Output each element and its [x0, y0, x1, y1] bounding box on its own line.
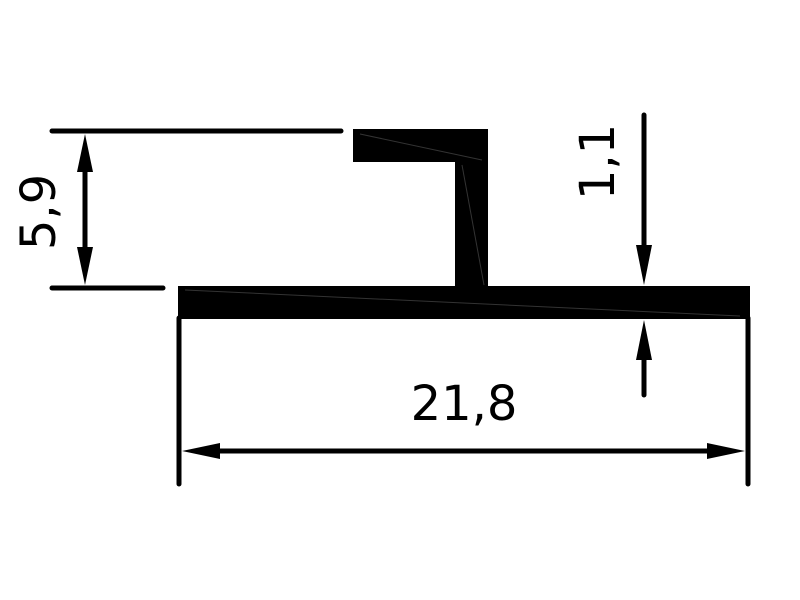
height-arrow-bottom [77, 247, 93, 285]
thickness-arrow-up [636, 320, 652, 360]
width-arrow-right [707, 443, 745, 459]
profile-shape [178, 129, 750, 319]
extension-lines [49, 128, 751, 487]
height-arrow-top [77, 134, 93, 172]
width-arrow-left [182, 443, 220, 459]
thickness-arrow-down [636, 245, 652, 285]
profile-hatch [184, 133, 741, 317]
thickness-label: 1,1 [570, 124, 626, 200]
width-label: 21,8 [411, 376, 518, 432]
dimension-lines [82, 112, 715, 454]
base-plate [178, 286, 750, 319]
height-label: 5,9 [11, 174, 67, 250]
arrowheads [77, 134, 745, 459]
